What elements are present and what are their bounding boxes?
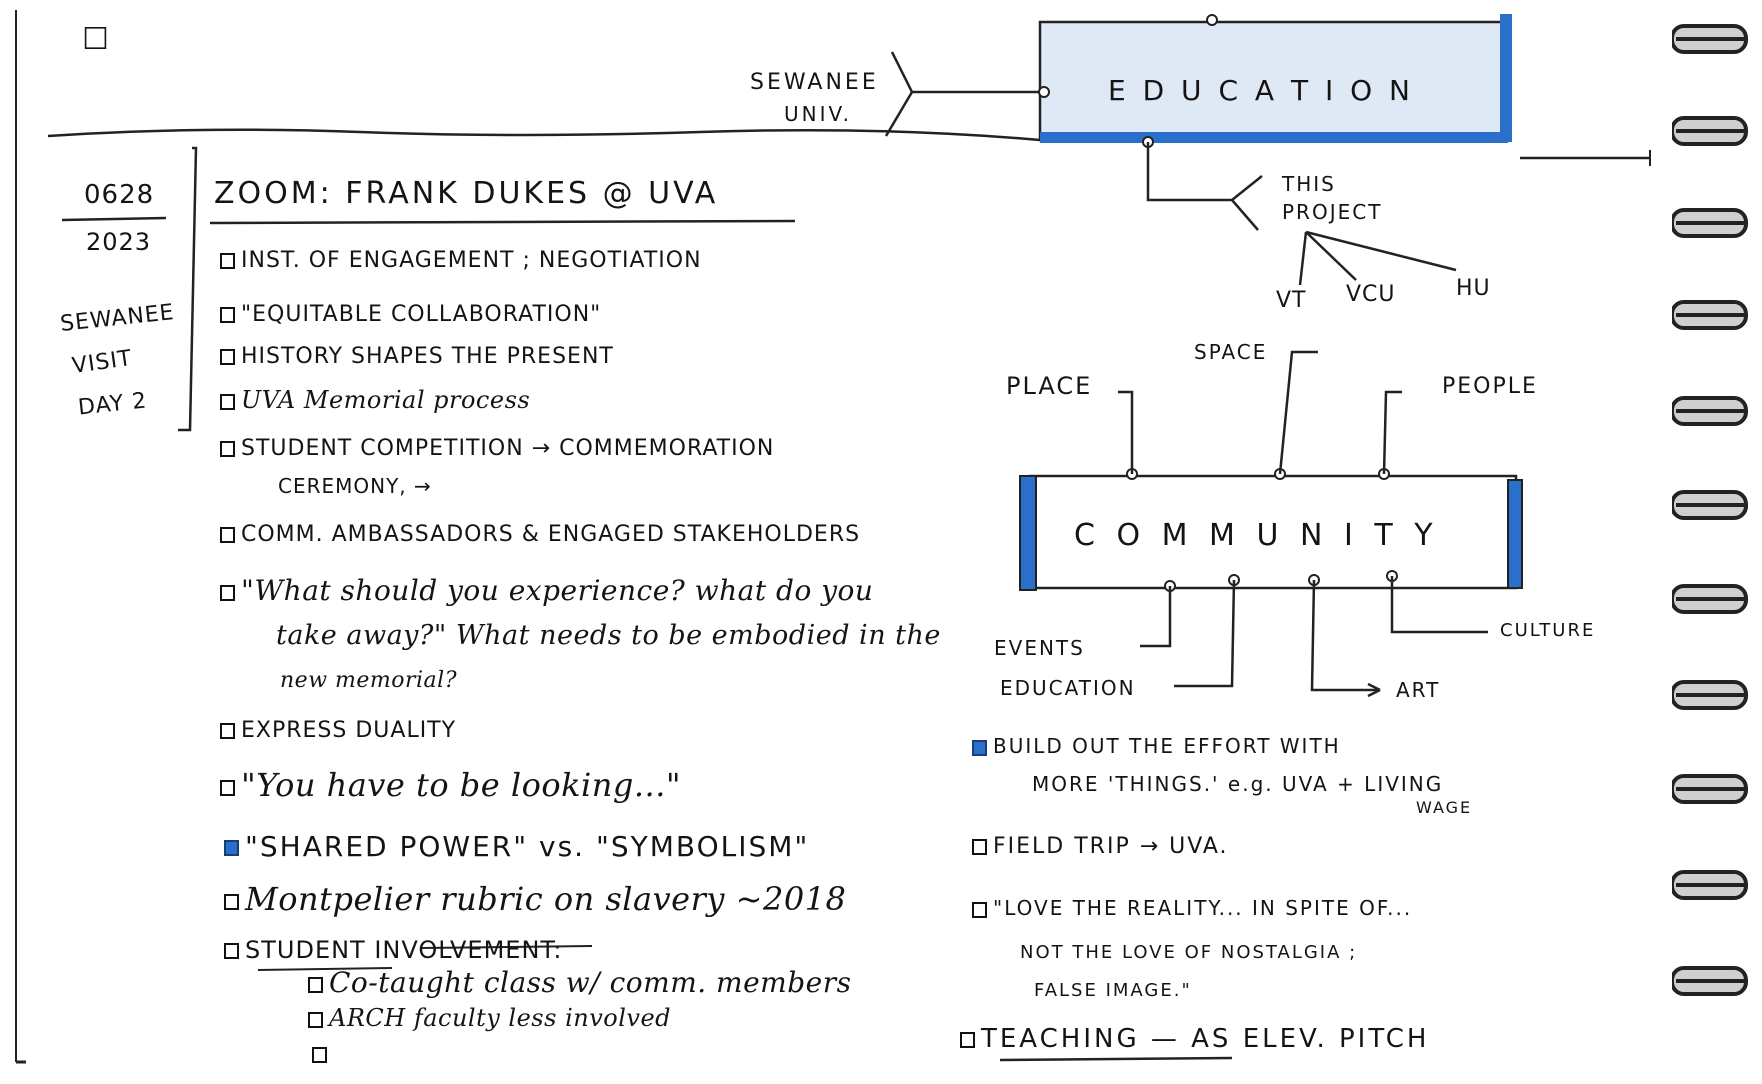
checkbox-icon	[220, 527, 235, 543]
checkbox-icon	[224, 893, 239, 910]
checkbox-icon	[220, 723, 235, 739]
note-item: EXPRESS DUALITY	[220, 718, 456, 743]
education-box-label: E D U C A T I O N	[1108, 74, 1414, 107]
right-note-continuation: MORE 'THINGS.' e.g. UVA + LIVING	[1032, 772, 1444, 796]
right-note-item: FIELD TRIP → UVA.	[972, 834, 1229, 859]
right-note-continuation: FALSE IMAGE."	[1034, 980, 1192, 1001]
sub-note-item: ARCH faculty less involved	[308, 1004, 671, 1032]
checkbox-icon	[220, 253, 235, 269]
ring-icon	[1672, 116, 1748, 146]
note-item-continuation: take away?" What needs to be embodied in…	[276, 620, 941, 651]
checkbox-icon	[220, 779, 235, 796]
note-item: "What should you experience? what do you	[220, 574, 873, 607]
sewanee-label: SEWANEE	[750, 70, 879, 95]
education-label: EDUCATION	[1000, 676, 1136, 700]
note-item: "SHARED POWER" vs. "SYMBOLISM"	[224, 830, 809, 863]
note-item: Montpelier rubric on slavery ~2018	[224, 880, 846, 918]
checkbox-icon	[220, 441, 235, 457]
checkbox-icon	[220, 349, 235, 365]
ring-icon	[1672, 774, 1748, 804]
checkbox-filled-icon	[224, 840, 239, 856]
ring-icon	[1672, 208, 1748, 238]
ring-icon	[1672, 24, 1748, 54]
this-project-label: THIS	[1282, 172, 1336, 196]
space-label: SPACE	[1194, 340, 1268, 364]
note-item: COMM. AMBASSADORS & ENGAGED STAKEHOLDERS	[220, 522, 860, 547]
branch-label: VCU	[1346, 282, 1396, 307]
date-month-day: 0628	[84, 180, 155, 210]
sub-note-item	[312, 1044, 333, 1065]
note-item: STUDENT COMPETITION → COMMEMORATION	[220, 436, 774, 461]
ring-icon	[1672, 584, 1748, 614]
ring-icon	[1672, 300, 1748, 330]
right-note-continuation: WAGE	[1416, 798, 1473, 817]
sub-note-item: Co-taught class w/ comm. members	[308, 966, 851, 999]
ring-icon	[1672, 680, 1748, 710]
right-note-continuation: NOT THE LOVE OF NOSTALGIA ;	[1020, 942, 1358, 963]
ring-icon	[1672, 490, 1748, 520]
community-box-label: C O M M U N I T Y	[1074, 518, 1439, 553]
checkbox-icon	[972, 839, 987, 855]
checkbox-icon	[960, 1031, 975, 1048]
this-project-label-2: PROJECT	[1282, 200, 1383, 224]
ring-icon	[1672, 396, 1748, 426]
checkbox-icon	[224, 943, 239, 959]
events-label: EVENTS	[994, 636, 1085, 660]
note-item: STUDENT INVOLVEMENT:	[224, 936, 563, 964]
right-note-item: BUILD OUT THE EFFORT WITH	[972, 734, 1341, 758]
note-item: UVA Memorial process	[220, 386, 530, 414]
checkbox-filled-icon	[972, 739, 987, 756]
note-item-continuation: CEREMONY, →	[278, 474, 432, 498]
note-item: HISTORY SHAPES THE PRESENT	[220, 344, 614, 369]
people-label: PEOPLE	[1442, 374, 1538, 399]
right-note-item: TEACHING — AS ELEV. PITCH	[960, 1024, 1429, 1054]
checkbox-icon	[972, 901, 987, 918]
note-item-continuation: new memorial?	[280, 668, 457, 693]
right-note-item: "LOVE THE REALITY... IN SPITE OF...	[972, 896, 1412, 920]
ring-icon	[1672, 966, 1748, 996]
note-item: "EQUITABLE COLLABORATION"	[220, 302, 601, 327]
note-item: "You have to be looking..."	[220, 766, 681, 804]
branch-label: VT	[1276, 288, 1307, 313]
checkbox-icon	[220, 584, 235, 601]
culture-label: CULTURE	[1500, 620, 1596, 641]
date-year: 2023	[86, 228, 152, 256]
branch-label: HU	[1456, 276, 1491, 301]
checkbox-icon	[308, 1011, 323, 1028]
checkbox-icon	[220, 307, 235, 323]
ring-icon	[1672, 870, 1748, 900]
corner-checkbox-icon: ☐	[82, 22, 110, 57]
checkbox-icon	[308, 976, 323, 993]
checkbox-icon	[220, 393, 235, 410]
art-label: ART	[1396, 678, 1441, 702]
place-label: PLACE	[1006, 372, 1093, 400]
note-item: INST. OF ENGAGEMENT ; NEGOTIATION	[220, 248, 702, 273]
page-heading: ZOOM: FRANK DUKES @ UVA	[214, 176, 719, 211]
checkbox-icon	[312, 1047, 327, 1063]
univ-label: UNIV.	[784, 102, 852, 126]
